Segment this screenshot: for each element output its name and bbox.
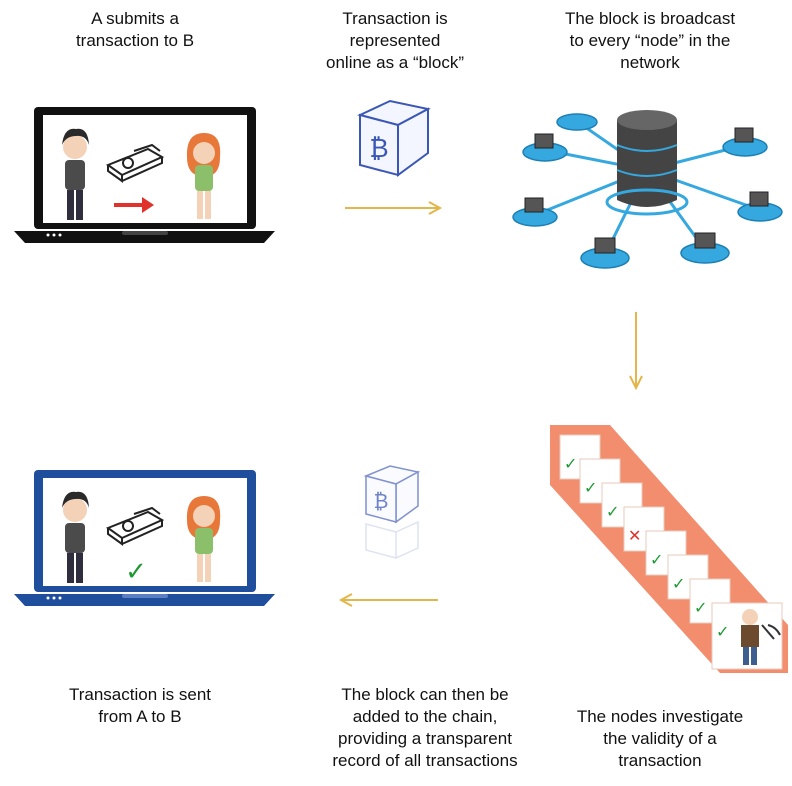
step3-caption: The block is broadcast to every “node” i… bbox=[564, 9, 736, 72]
step1-caption: A submits a transaction to B bbox=[75, 9, 195, 50]
arrow-to-network bbox=[343, 200, 445, 216]
person-a-icon bbox=[62, 128, 89, 220]
step2-caption: Transaction is represented online as a “… bbox=[326, 9, 464, 72]
database-icon bbox=[605, 110, 689, 216]
person-a-icon bbox=[62, 491, 89, 583]
person-b-icon bbox=[186, 496, 221, 582]
laptop-sending-illustration bbox=[12, 105, 277, 245]
svg-text:₿: ₿ bbox=[374, 489, 389, 513]
person-b-icon bbox=[186, 133, 221, 219]
svg-text:✕: ✕ bbox=[628, 526, 641, 545]
step5-caption: The block can then be added to the chain… bbox=[332, 685, 518, 770]
svg-text:✓: ✓ bbox=[564, 454, 577, 473]
step4-caption: The nodes investigate the validity of a … bbox=[576, 707, 744, 770]
laptop-received-illustration: ✓ bbox=[12, 468, 277, 608]
svg-text:✓: ✓ bbox=[606, 502, 619, 521]
bitcoin-block-icon: ₿ bbox=[340, 95, 440, 185]
wallet-icon bbox=[105, 143, 165, 183]
step6-caption: Transaction is sent from A to B bbox=[68, 685, 212, 726]
svg-text:✓: ✓ bbox=[584, 478, 597, 497]
arrow-to-validation bbox=[628, 310, 644, 392]
arrow-to-result bbox=[336, 592, 440, 608]
node-validation-illustration: ✓ ✓ ✓ ✓ ✓ ✓ ✓ ✕ bbox=[550, 425, 790, 675]
miner-icon bbox=[741, 609, 781, 665]
success-check-icon: ✓ bbox=[125, 557, 147, 587]
svg-text:₿: ₿ bbox=[369, 134, 388, 164]
svg-text:✓: ✓ bbox=[716, 622, 729, 641]
svg-text:✓: ✓ bbox=[650, 550, 663, 569]
transfer-arrow-icon bbox=[114, 197, 154, 213]
wallet-icon bbox=[105, 506, 165, 546]
node-network-illustration bbox=[505, 90, 790, 290]
svg-text:✓: ✓ bbox=[672, 574, 685, 593]
faded-bitcoin-block-icon: ₿ bbox=[352, 462, 432, 562]
svg-text:✓: ✓ bbox=[694, 598, 707, 617]
